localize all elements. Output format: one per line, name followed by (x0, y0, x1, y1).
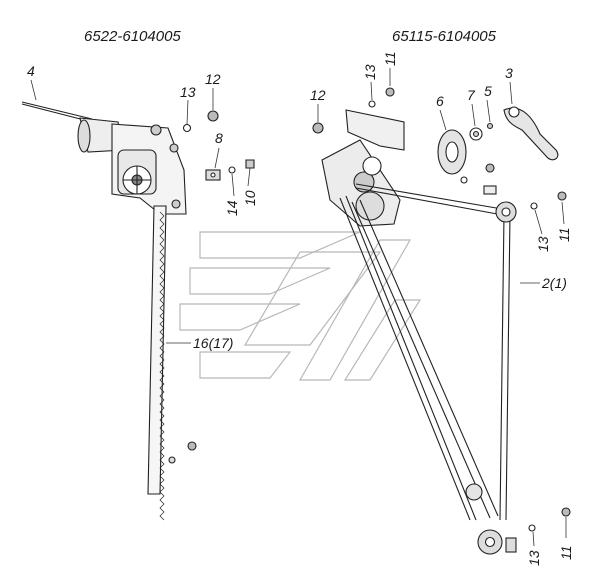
callout-13-right-top: 13 (362, 64, 378, 80)
callout-13-right-bottom: 13 (526, 550, 542, 566)
callout-13-left: 13 (180, 84, 196, 100)
callout-14: 14 (224, 200, 240, 216)
callout-16-17: 16(17) (193, 335, 234, 351)
callout-3: 3 (505, 65, 513, 81)
left-regulator-assembly (21, 101, 255, 521)
callout-12-left: 12 (205, 71, 221, 87)
callout-8: 8 (215, 130, 223, 146)
callout-12-right: 12 (310, 87, 326, 103)
callout-7: 7 (467, 87, 475, 103)
callout-11-right-mid: 11 (556, 227, 572, 242)
title-right: 65115-6104005 (392, 28, 496, 45)
watermark-logo (179, 231, 422, 381)
callout-5: 5 (484, 83, 492, 99)
callout-2-1: 2(1) (542, 275, 567, 291)
callout-13-right-mid: 13 (535, 236, 551, 252)
leader-lines (30, 68, 567, 547)
right-regulator-assembly (312, 87, 571, 555)
callout-11-right-bottom: 11 (558, 545, 574, 560)
callout-6: 6 (436, 93, 444, 109)
callout-10: 10 (242, 190, 258, 206)
callout-11-right-top: 11 (382, 51, 398, 66)
callout-4: 4 (27, 63, 35, 79)
title-left: 6522-6104005 (84, 28, 181, 45)
